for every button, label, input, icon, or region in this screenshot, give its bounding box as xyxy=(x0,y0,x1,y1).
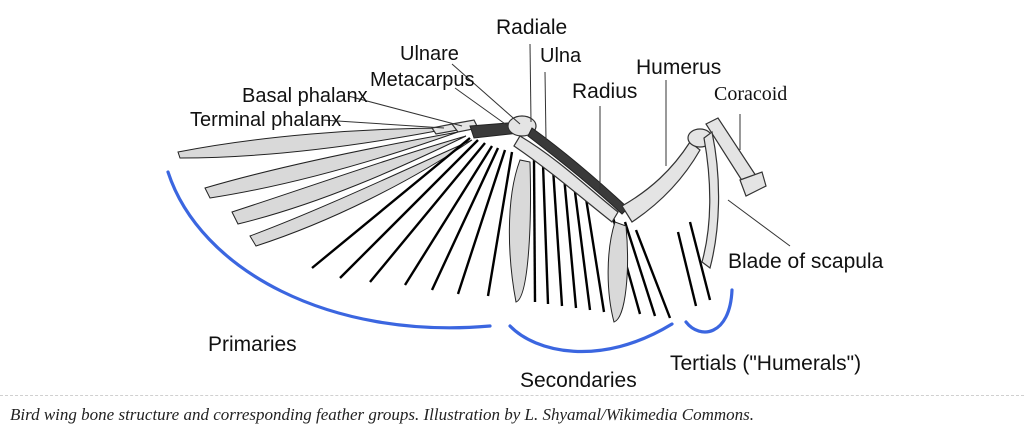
secondary-shaft xyxy=(541,163,550,305)
radius-bone xyxy=(527,127,629,215)
label-basal-phalanx: Basal phalanx xyxy=(242,85,368,107)
label-primaries: Primaries xyxy=(208,333,297,356)
tertial-shaft xyxy=(676,231,698,307)
secondary-shaft xyxy=(583,191,606,313)
primary-feather xyxy=(249,139,473,247)
radiale-leader xyxy=(529,43,532,123)
label-coracoid: Coracoid xyxy=(714,83,787,105)
label-ulna: Ulna xyxy=(540,45,582,67)
secondaries-brace xyxy=(508,322,674,354)
secondary-shaft xyxy=(634,229,672,319)
secondary-feather xyxy=(508,159,531,303)
label-humerus: Humerus xyxy=(636,56,721,79)
primary-feathers xyxy=(177,127,473,247)
primary-shaft xyxy=(311,137,471,269)
label-metacarpus: Metacarpus xyxy=(370,69,475,91)
label-secondaries: Secondaries xyxy=(520,369,637,392)
label-blade-of-scapula: Blade of scapula xyxy=(728,250,884,273)
tertial-shaft xyxy=(688,221,712,301)
label-terminal-phalanx: Terminal phalanx xyxy=(190,109,341,131)
basal-phalanx-leader xyxy=(347,95,463,127)
figure-caption: Bird wing bone structure and correspondi… xyxy=(10,405,755,424)
label-tertials: Tertials ("Humerals") xyxy=(670,352,861,375)
secondary-feathers xyxy=(508,159,628,323)
metacarpus-leader xyxy=(454,87,509,127)
primary-shaft xyxy=(456,149,507,295)
feather-group-braces xyxy=(166,170,734,354)
primary-feather xyxy=(231,135,467,225)
primary-shaft xyxy=(369,142,486,283)
secondary-shaft xyxy=(623,221,657,317)
leader-lines xyxy=(321,43,791,247)
primaries-brace xyxy=(166,170,492,330)
secondary-shaft xyxy=(572,183,592,311)
primary-shaft xyxy=(486,151,514,297)
label-radiale: Radiale xyxy=(496,16,567,39)
scapula-bone xyxy=(701,130,720,270)
secondary-shaft xyxy=(551,167,564,307)
label-radius: Radius xyxy=(572,80,637,103)
primary-shaft xyxy=(430,147,500,291)
humerus-bone xyxy=(621,141,701,223)
label-ulnare: Ulnare xyxy=(400,43,459,65)
secondary-feather xyxy=(607,221,628,323)
scapula-leader xyxy=(727,199,791,247)
terminal-phalanx-leader xyxy=(321,119,445,129)
ulna-bone xyxy=(513,135,619,223)
tertials-brace xyxy=(684,288,734,334)
secondary-shaft xyxy=(532,159,537,303)
wing-bones xyxy=(431,115,767,270)
wing-diagram: Radiale Ulnare Ulna Metacarpus Humerus C… xyxy=(166,16,884,392)
ulnare-leader xyxy=(451,63,521,125)
primary-shaft xyxy=(403,145,494,286)
ulna-leader xyxy=(544,71,547,141)
primary-shaft xyxy=(339,139,479,279)
labels: Radiale Ulnare Ulna Metacarpus Humerus C… xyxy=(190,16,884,392)
secondary-shaft xyxy=(562,175,578,309)
coracoid-foot xyxy=(739,171,767,197)
caption-divider xyxy=(0,395,1024,396)
